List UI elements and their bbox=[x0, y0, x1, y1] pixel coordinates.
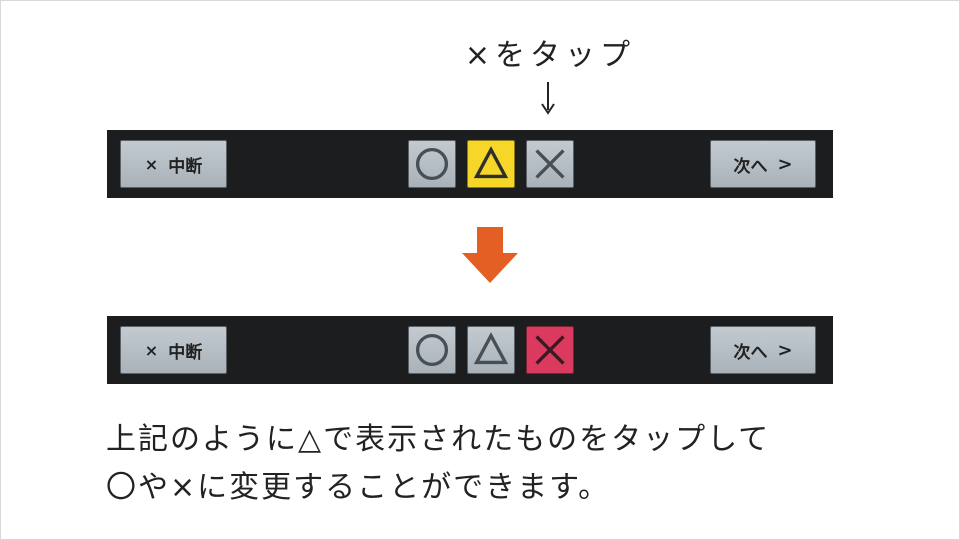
triangle-mark-button[interactable] bbox=[467, 140, 515, 188]
cross-mark-button[interactable] bbox=[526, 140, 574, 188]
chevron-right-icon: > bbox=[777, 339, 793, 361]
circle-icon bbox=[415, 147, 449, 181]
cross-icon bbox=[535, 335, 565, 365]
cross-mark-button[interactable] bbox=[526, 326, 574, 374]
close-icon: × bbox=[144, 154, 159, 174]
chevron-right-icon: > bbox=[777, 153, 793, 175]
transition-arrow-icon bbox=[462, 227, 518, 283]
stop-button[interactable]: × 中断 bbox=[120, 140, 227, 188]
triangle-icon bbox=[473, 146, 509, 179]
circle-icon bbox=[415, 333, 449, 367]
pointer-arrow-icon bbox=[541, 82, 555, 115]
description-line-1: 上記のように△で表示されたものをタップして bbox=[106, 422, 771, 457]
description-text: 上記のように△で表示されたものをタップして 〇や×に変更することができます。 bbox=[106, 416, 866, 512]
circle-mark-button[interactable] bbox=[408, 140, 456, 188]
description-line-2: 〇や×に変更することができます。 bbox=[106, 470, 611, 505]
next-button-label: 次へ bbox=[733, 342, 768, 363]
stop-button-label: 中断 bbox=[168, 156, 203, 177]
circle-mark-button[interactable] bbox=[408, 326, 456, 374]
triangle-mark-button[interactable] bbox=[467, 326, 515, 374]
stop-button-label: 中断 bbox=[168, 342, 203, 363]
toolbar-after: × 中断 次へ > bbox=[107, 316, 833, 384]
toolbar-before: × 中断 次へ > bbox=[107, 130, 833, 198]
stop-button[interactable]: × 中断 bbox=[120, 326, 227, 374]
next-button[interactable]: 次へ > bbox=[710, 140, 816, 188]
triangle-icon bbox=[473, 332, 509, 365]
next-button-label: 次へ bbox=[733, 156, 768, 177]
next-button[interactable]: 次へ > bbox=[710, 326, 816, 374]
tap-instruction-label: ×をタップ bbox=[464, 38, 636, 73]
close-icon: × bbox=[144, 340, 159, 360]
cross-icon bbox=[535, 149, 565, 179]
